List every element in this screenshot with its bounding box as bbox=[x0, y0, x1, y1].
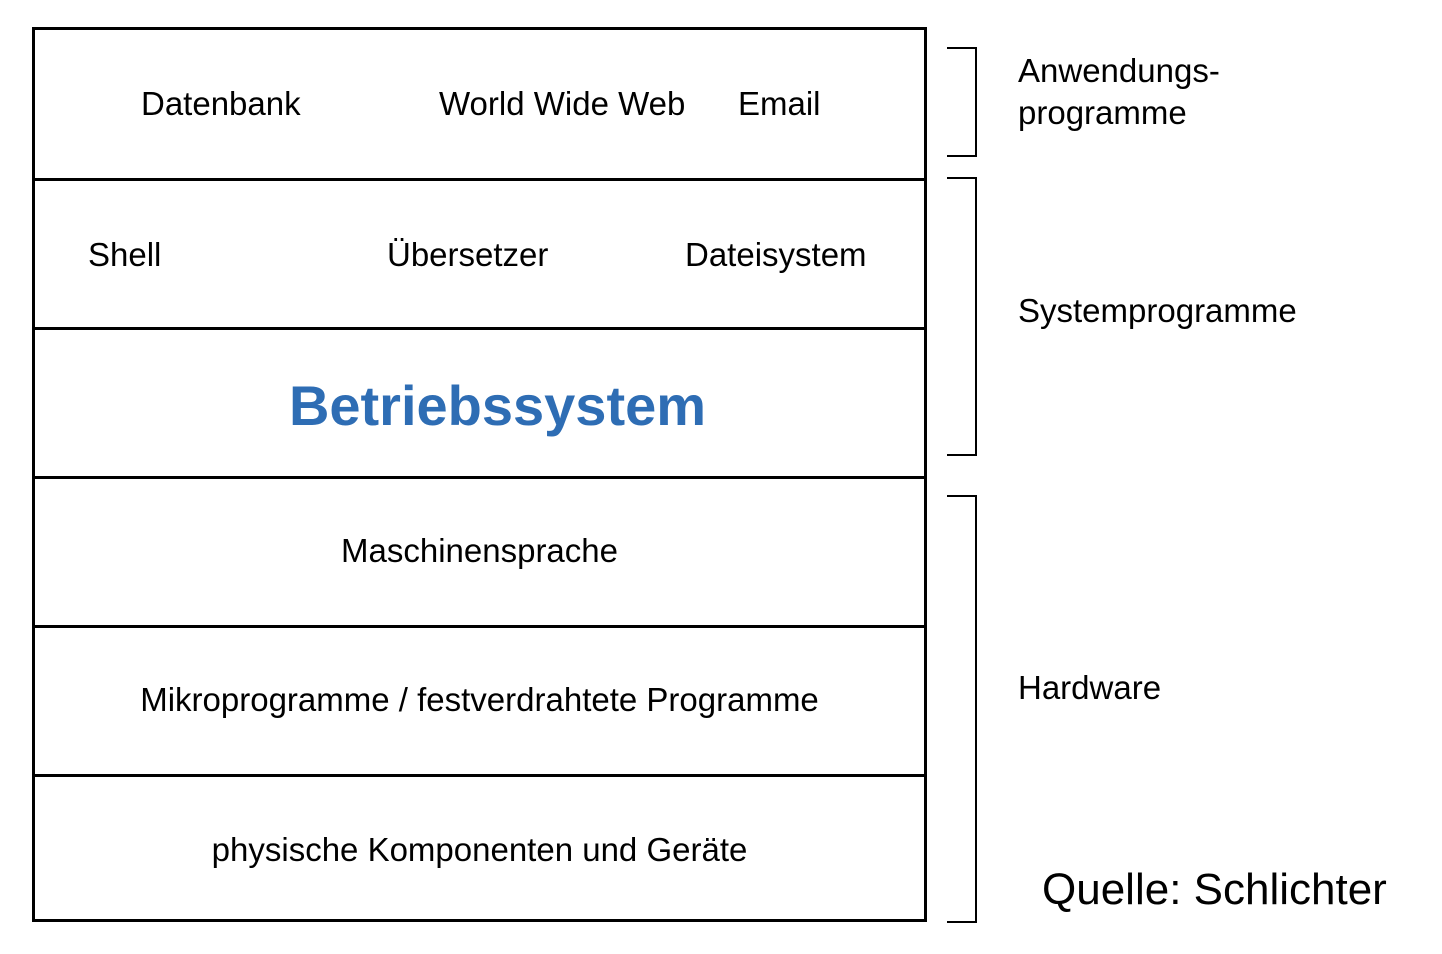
layer-item-uebersetzer: Übersetzer bbox=[387, 236, 549, 273]
layer-microprograms: Mikroprogramme / festverdrahtete Program… bbox=[35, 625, 924, 775]
layer-item-datenbank: Datenbank bbox=[141, 85, 301, 122]
os-label: Betriebssystem bbox=[288, 374, 707, 437]
layer-item-shell: Shell bbox=[88, 236, 162, 273]
layer-item-email: Email bbox=[738, 85, 821, 122]
layer-physical-components: physische Komponenten und Geräte bbox=[35, 774, 924, 922]
layer-stack-diagram: Datenbank World Wide Web Email Shell Übe… bbox=[32, 27, 927, 922]
group-label-applications: Anwendungs- programme bbox=[1018, 50, 1220, 134]
layer-applications: Datenbank World Wide Web Email bbox=[35, 30, 924, 180]
layer-item-dateisystem: Dateisystem bbox=[685, 236, 867, 273]
bracket-system-programs bbox=[947, 177, 977, 456]
physical-components-label: physische Komponenten und Geräte bbox=[211, 831, 748, 868]
layer-item-world-wide-web: World Wide Web bbox=[439, 85, 686, 122]
group-label-applications-line2: programme bbox=[1018, 94, 1187, 131]
group-label-system-programs: Systemprogramme bbox=[1018, 292, 1297, 329]
bracket-applications bbox=[947, 47, 977, 157]
group-label-applications-line1: Anwendungs- bbox=[1018, 52, 1220, 89]
bracket-hardware bbox=[947, 495, 977, 923]
layer-operating-system: Betriebssystem bbox=[35, 327, 924, 477]
microprograms-label: Mikroprogramme / festverdrahtete Program… bbox=[140, 681, 819, 718]
layer-machine-language: Maschinensprache bbox=[35, 476, 924, 626]
layer-system-tools: Shell Übersetzer Dateisystem bbox=[35, 178, 924, 328]
group-label-hardware: Hardware bbox=[1018, 669, 1162, 706]
source-credit: Quelle: Schlichter bbox=[1042, 865, 1387, 914]
machine-language-label: Maschinensprache bbox=[341, 532, 618, 569]
